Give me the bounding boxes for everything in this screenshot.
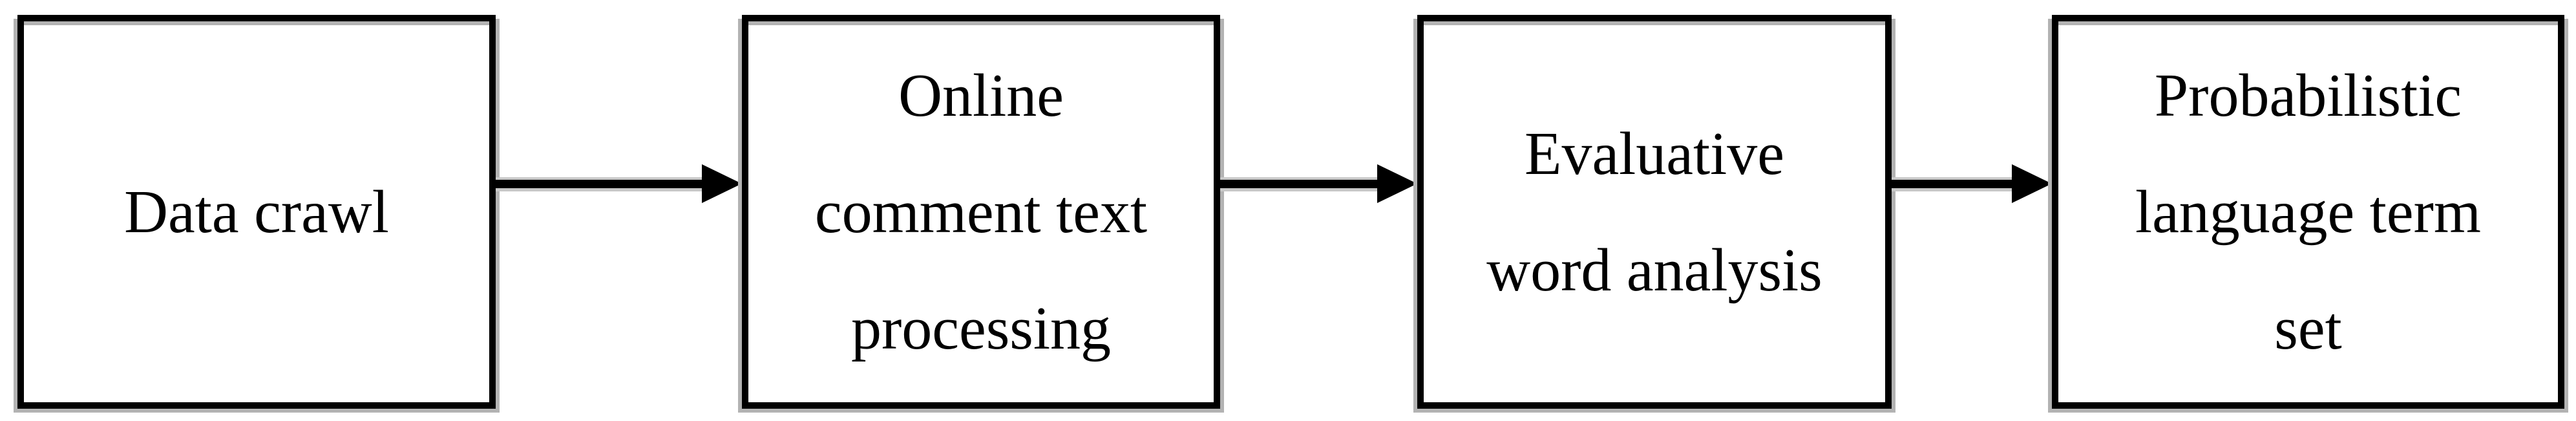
arrow-shaft xyxy=(496,179,702,188)
flow-box-evaluative-word-analysis: Evaluative word analysis xyxy=(1417,15,1892,409)
box-label-line: comment text xyxy=(814,178,1148,246)
box-label: Online comment text processing xyxy=(815,38,1147,387)
flow-box-probabilistic-language-term-set: Probabilistic language term set xyxy=(2052,15,2564,409)
box-label-line: Evaluative xyxy=(1525,120,1784,188)
right-arrow-icon xyxy=(496,164,742,203)
box-label-line: Data crawl xyxy=(124,178,389,246)
box-label: Evaluative word analysis xyxy=(1486,96,1822,329)
box-label-line: processing xyxy=(850,294,1112,362)
arrow-shaft xyxy=(1892,179,2012,188)
box-label-line: Probabilistic xyxy=(2154,61,2462,129)
box-label-line: language term xyxy=(2135,178,2482,246)
right-arrow-icon xyxy=(1892,164,2052,203)
arrow-head xyxy=(1377,164,1417,203)
right-arrow-icon xyxy=(1220,164,1417,203)
box-label-line: word analysis xyxy=(1486,236,1822,304)
arrow-head xyxy=(2012,164,2052,203)
box-label: Data crawl xyxy=(124,154,389,270)
box-label-line: set xyxy=(2274,294,2342,362)
arrow-shaft xyxy=(1220,179,1377,188)
flow-box-data-crawl: Data crawl xyxy=(17,15,496,409)
arrow-head xyxy=(702,164,742,203)
flow-box-online-comment-text-processing: Online comment text processing xyxy=(742,15,1220,409)
box-label: Probabilistic language term set xyxy=(2135,38,2481,387)
box-label-line: Online xyxy=(898,61,1064,129)
